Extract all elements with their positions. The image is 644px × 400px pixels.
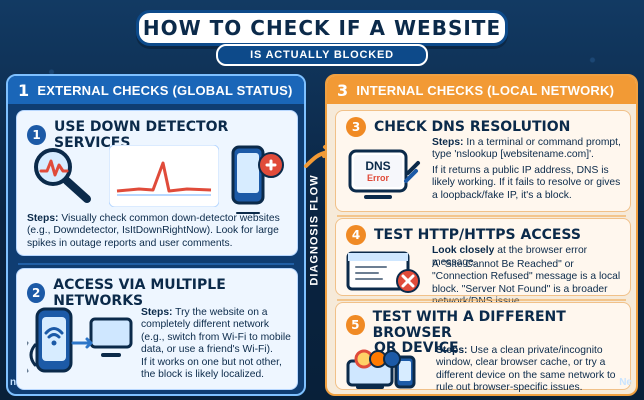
multiple-networks-steps-text: Try the website on a completely differen… xyxy=(141,307,291,356)
step-badge-2: 2 xyxy=(27,283,46,303)
right-divider-1 xyxy=(337,215,626,217)
internal-checks-label: INTERNAL CHECKS (LOCAL NETWORK) xyxy=(356,82,615,98)
dns-error-icon xyxy=(348,149,420,199)
dns-resolution-header: 3 CHECK DNS RESOLUTION xyxy=(346,117,570,137)
external-checks-header: 1 EXTERNAL CHECKS (GLOBAL STATUS) xyxy=(8,76,304,104)
title-box: HOW TO CHECK IF A WEBSITE xyxy=(136,10,508,46)
page-title: HOW TO CHECK IF A WEBSITE xyxy=(142,16,502,40)
left-divider xyxy=(18,263,294,265)
phone-dislike-icon xyxy=(231,145,284,214)
dns-resolution-card: 3 CHECK DNS RESOLUTION DNS Error Steps: … xyxy=(335,110,631,212)
http-access-header: 4 TEST HTTP/HTTPS ACCESS xyxy=(346,225,581,245)
right-corner-label: Ne xyxy=(619,377,632,388)
http-access-card: 4 TEST HTTP/HTTPS ACCESS Look closely at… xyxy=(335,218,631,307)
internal-checks-header: 3 INTERNAL CHECKS (LOCAL NETWORK) xyxy=(327,76,636,104)
down-detector-steps-prefix: Steps: xyxy=(27,213,59,224)
browser-error-illustration xyxy=(346,249,424,293)
browser-device-steps: Steps: Use a clean private/incognito win… xyxy=(436,345,626,394)
step-badge-5: 5 xyxy=(346,315,365,335)
down-detector-steps-text: Visually check common down-detector webs… xyxy=(27,213,280,249)
internal-checks-panel: 3 INTERNAL CHECKS (LOCAL NETWORK) 3 CHEC… xyxy=(325,74,638,396)
magnifier-icon xyxy=(34,148,91,203)
multiple-networks-steps: Steps: Try the website on a completely d… xyxy=(141,307,291,357)
diagnosis-flow-label: DIAGNOSIS FLOW xyxy=(309,174,322,286)
down-detector-steps: Steps: Visually check common down-detect… xyxy=(27,213,295,250)
title-banner: HOW TO CHECK IF A WEBSITE IS ACTUALLY BL… xyxy=(136,10,508,70)
browser-device-header: 5 TEST WITH A DIFFERENT BROWSER OR DEVIC… xyxy=(346,309,630,356)
multiple-networks-note: If it works on one but not other, the bl… xyxy=(141,357,282,381)
browsers-devices-illustration xyxy=(346,347,430,389)
outage-spike-icon xyxy=(108,144,220,208)
phone-wifi-icon xyxy=(20,307,133,373)
external-checks-number: 1 xyxy=(18,80,30,100)
dns-steps-prefix: Steps: xyxy=(432,137,464,148)
multiple-networks-card: 2 ACCESS VIA MULTIPLE NETWORKS Steps: Tr… xyxy=(16,268,298,390)
step-badge-3: 3 xyxy=(346,117,366,137)
multiple-networks-header: 2 ACCESS VIA MULTIPLE NETWORKS xyxy=(27,277,297,309)
browser-device-steps-prefix: Steps: xyxy=(436,345,468,356)
http-text: A "Site Cannot Be Reached" or "Connectio… xyxy=(432,259,621,307)
browser-device-steps-text: Use a clean private/incognito window, cl… xyxy=(436,345,616,394)
browsers-devices-icon xyxy=(346,349,416,389)
dns-steps: Steps: In a terminal or command prompt, … xyxy=(432,137,624,162)
page-subtitle: IS ACTUALLY BLOCKED xyxy=(216,44,428,66)
http-lead: Look closely at the browser error messag… xyxy=(432,245,624,270)
http-lead-bold: Look closely xyxy=(432,245,495,256)
multiple-networks-steps-prefix: Steps: xyxy=(141,307,173,318)
browser-device-card: 5 TEST WITH A DIFFERENT BROWSER OR DEVIC… xyxy=(335,302,631,393)
outage-graph xyxy=(108,144,220,208)
external-checks-panel: 1 EXTERNAL CHECKS (GLOBAL STATUS) 1 USE … xyxy=(6,74,306,396)
multiple-networks-title: ACCESS VIA MULTIPLE NETWORKS xyxy=(53,277,226,309)
dns-error-illustration: DNS Error xyxy=(346,145,424,205)
dns-screen-label: DNS xyxy=(365,159,391,173)
browser-device-title-row-1: 5 TEST WITH A DIFFERENT BROWSER xyxy=(346,309,630,341)
dns-error-label: Error xyxy=(366,173,389,183)
step-badge-4: 4 xyxy=(346,225,366,245)
dns-steps-text: In a terminal or command prompt, type 'n… xyxy=(432,137,621,161)
http-access-title: TEST HTTP/HTTPS ACCESS xyxy=(374,227,581,243)
down-detector-card: 1 USE DOWN DETECTOR SERVICES xyxy=(16,110,298,256)
right-divider-2 xyxy=(337,299,626,301)
left-corner-label: n xyxy=(10,377,17,388)
http-lead-rest: at the browser error message. xyxy=(432,245,588,269)
phone-wifi-illustration xyxy=(20,303,135,385)
step-badge-1: 1 xyxy=(27,125,47,145)
external-checks-label: EXTERNAL CHECKS (GLOBAL STATUS) xyxy=(37,82,293,98)
internal-checks-number: 3 xyxy=(337,80,349,100)
browser-error-icon xyxy=(346,251,420,293)
dns-note: If it returns a public IP address, DNS i… xyxy=(432,165,621,201)
magnifier-chart-illustration xyxy=(27,145,103,203)
browser-device-title-line1: TEST WITH A DIFFERENT BROWSER xyxy=(372,309,566,341)
dns-resolution-title: CHECK DNS RESOLUTION xyxy=(374,119,571,135)
phone-dislike-illustration xyxy=(227,143,287,217)
